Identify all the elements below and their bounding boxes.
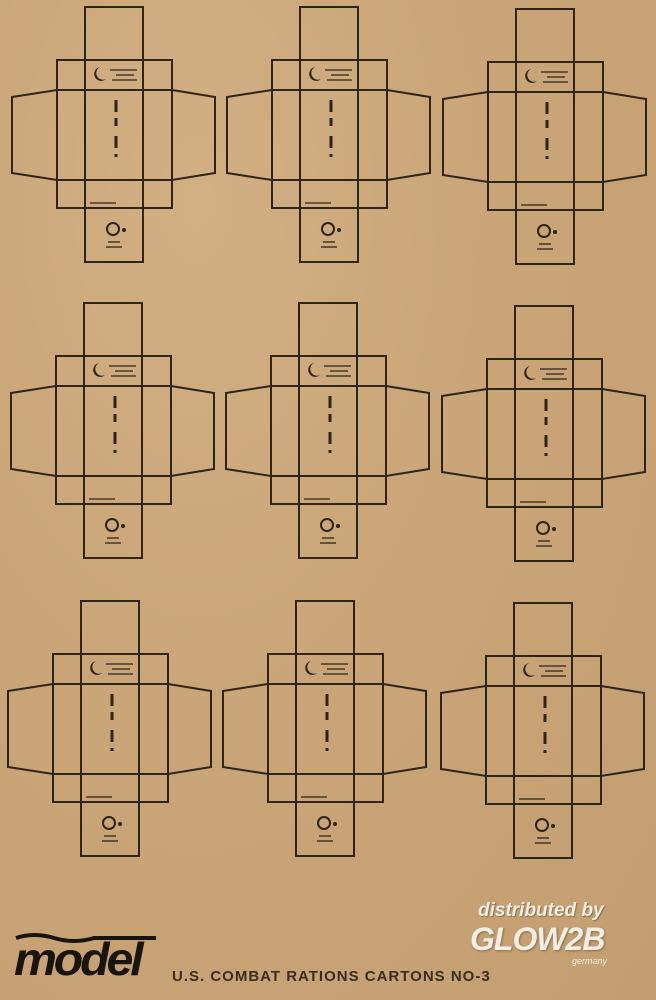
watermark-distributed-by: distributed by <box>478 900 604 921</box>
carton-template-9 <box>439 601 646 860</box>
carton-template-2 <box>225 5 432 264</box>
watermark-country: germany <box>572 956 608 966</box>
carton-template-5 <box>224 301 431 560</box>
carton-template-7 <box>6 599 213 858</box>
carton-template-8 <box>221 599 428 858</box>
carton-template-3 <box>441 7 648 266</box>
carton-template-1 <box>10 5 217 264</box>
product-title: U.S. COMBAT RATIONS CARTONS NO-3 <box>172 968 491 985</box>
brand-logo-text: model <box>14 933 144 985</box>
carton-template-4 <box>9 301 216 560</box>
watermark-brand: GLOW2B <box>470 921 605 957</box>
brand-logo: model <box>14 930 158 986</box>
logo-speed-lines-icon <box>15 933 156 943</box>
carton-template-6 <box>440 304 647 563</box>
